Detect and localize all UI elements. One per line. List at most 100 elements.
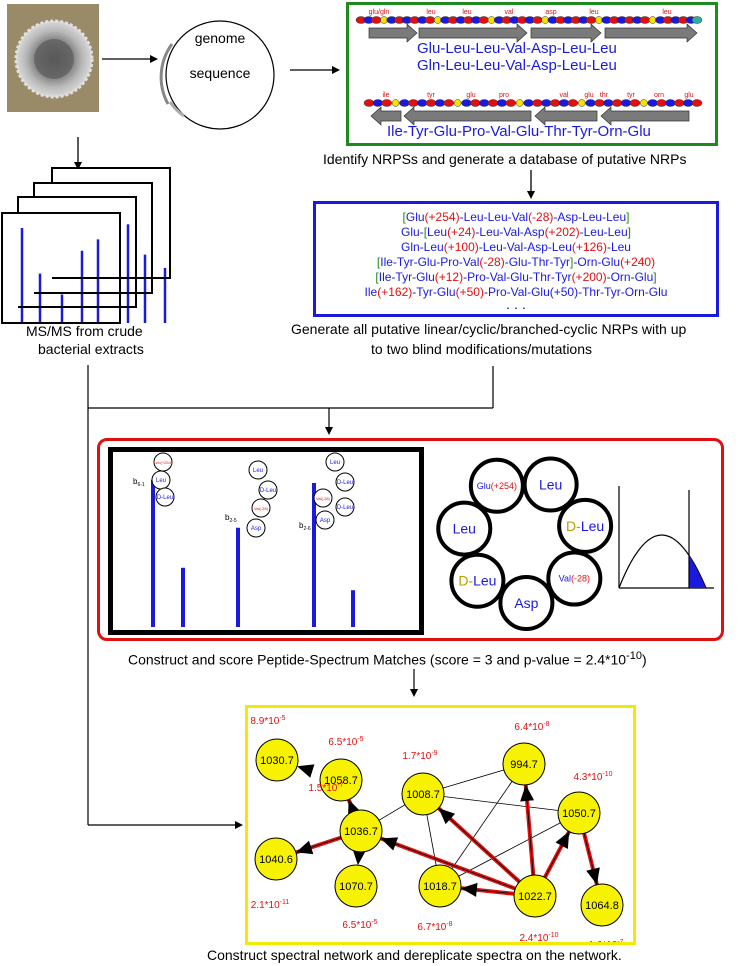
cyclic-residue-node bbox=[557, 497, 614, 554]
modified-nrp-segment: -Leu-Val-Asp bbox=[475, 225, 545, 239]
network-node-mass: 1070.7 bbox=[339, 881, 373, 893]
modified-nrp-segment: Leu bbox=[427, 225, 448, 239]
modified-nrp-line: Glu-[Leu(+24)-Leu-Val-Asp(+202)-Leu-Leu] bbox=[316, 225, 716, 240]
nrps-domain bbox=[391, 99, 400, 107]
nrps-domain-label: glu bbox=[466, 92, 475, 99]
cyclic-residue-label: D-Leu bbox=[458, 573, 496, 589]
fragment-residue-node bbox=[258, 480, 278, 500]
nrps-module-arrow bbox=[534, 106, 598, 126]
modified-nrp-segment: [ bbox=[402, 210, 406, 224]
modified-nrp-segment: (+50) bbox=[455, 285, 484, 299]
network-node-pvalue: 1.6*10-7 bbox=[588, 939, 623, 942]
caption-generate-2: to two blind modifications/mutations bbox=[371, 341, 592, 357]
nrps-domain-label: orn bbox=[654, 92, 664, 99]
modified-nrp-segment: Ile-Tyr-Glu bbox=[378, 270, 435, 284]
fragment-residue-label: Val(-28) bbox=[254, 506, 269, 511]
modified-nrp-segment: -Glu-Thr-Tyr bbox=[504, 255, 571, 269]
nrps-domain-label: pro bbox=[499, 92, 509, 99]
network-node bbox=[418, 864, 462, 908]
fragment-residue-label: Asp bbox=[251, 526, 262, 532]
network-node bbox=[255, 738, 299, 782]
network-node bbox=[580, 883, 624, 927]
nrps-domain bbox=[515, 99, 524, 107]
nrp-seq-3: Ile-Tyr-Glu-Pro-Val-Glu-Thr-Tyr-Orn-Glu bbox=[387, 123, 651, 140]
network-node-mass: 1008.7 bbox=[406, 789, 440, 801]
nrps-domain-label: leu bbox=[662, 9, 671, 16]
nrps-module-arrow bbox=[368, 23, 418, 43]
network-node bbox=[339, 809, 383, 853]
fragment-residue-label: Leu bbox=[330, 460, 340, 466]
modified-nrp-segment: ] bbox=[627, 225, 631, 239]
nrps-module-arrow bbox=[403, 106, 532, 126]
network-node bbox=[557, 791, 601, 835]
modified-nrp-segment: (+24) bbox=[447, 225, 476, 239]
fragment-residue-node bbox=[251, 498, 271, 518]
cyclic-residue-node bbox=[546, 550, 603, 607]
fragment-residue-label: Asp bbox=[320, 518, 331, 524]
nrps-module-arrow bbox=[530, 23, 602, 43]
modified-nrp-segment: Glu- bbox=[401, 225, 424, 239]
fragment-residue-node bbox=[335, 497, 355, 517]
nrps-module-arrow bbox=[370, 106, 402, 126]
network-arrowhead bbox=[380, 837, 399, 851]
nrps-domain-label: glu bbox=[684, 92, 693, 99]
network-node-pvalue: 2.4*10-10 bbox=[519, 932, 558, 942]
modified-nrp-segment: -Leu bbox=[606, 240, 631, 254]
modified-nrp-segment: -Leu-Leu-Val bbox=[459, 210, 529, 224]
cyclic-residue-node bbox=[436, 500, 493, 557]
nrps-domain bbox=[691, 99, 703, 107]
network-node-pvalue: 6.5*10-5 bbox=[328, 736, 363, 748]
network-arrowhead bbox=[352, 848, 367, 866]
network-edge bbox=[439, 812, 580, 887]
nrps-domain bbox=[567, 99, 579, 107]
network-node-mass: 1058.7 bbox=[324, 775, 358, 787]
nrps-domain bbox=[640, 99, 648, 107]
modified-nrp-segment: (+162) bbox=[377, 285, 413, 299]
fragment-residue-node bbox=[248, 460, 268, 480]
network-arrowhead bbox=[460, 882, 478, 897]
cyclic-residue-node bbox=[498, 574, 555, 631]
modified-nrp-segment: ] bbox=[570, 255, 574, 269]
modified-nrp-segment: [ bbox=[376, 255, 381, 269]
nrp-seq-1: Glu-Leu-Leu-Val-Asp-Leu-Leu bbox=[417, 40, 617, 57]
nrps-domain bbox=[443, 99, 455, 107]
cyclic-residue-label: Leu bbox=[539, 477, 562, 493]
genome-diagram: genome sequence bbox=[100, 4, 340, 154]
cyclic-residue-node bbox=[449, 552, 506, 609]
network-node-mass: 1022.7 bbox=[518, 891, 552, 903]
modified-nrp-line: [Ile-Tyr-Glu(+12)-Pro-Val-Glu-Thr-Tyr(+2… bbox=[316, 270, 716, 285]
nrp-seq-2: Gln-Leu-Leu-Val-Asp-Leu-Leu bbox=[417, 57, 617, 74]
modified-nrp-segment: (-28) bbox=[479, 255, 505, 269]
modified-nrp-line: [Ile-Tyr-Glu-Pro-Val(-28)-Glu-Thr-Tyr]-O… bbox=[316, 255, 716, 270]
fragment-residue-node bbox=[325, 452, 345, 472]
network-node-mass: 1018.7 bbox=[423, 881, 457, 893]
cyclic-residue-label: Glu(+254) bbox=[477, 481, 517, 491]
modified-nrp-segment: -Leu-Val-Asp-Leu bbox=[478, 240, 572, 254]
network-arrowhead bbox=[555, 831, 570, 849]
caption-psm-exp: -10 bbox=[626, 650, 642, 662]
network-node bbox=[513, 874, 557, 918]
caption-psm: Construct and score Peptide-Spectrum Mat… bbox=[128, 647, 647, 669]
modified-nrp-segment: -Tyr-Glu bbox=[412, 285, 456, 299]
network-node-pvalue: 4.3*10-10 bbox=[573, 771, 612, 783]
cyclic-residue-node bbox=[522, 456, 579, 513]
genome-label-1: genome bbox=[195, 30, 246, 46]
fragment-residue-node bbox=[315, 510, 335, 530]
modified-nrp-line: Gln-Leu(+100)-Leu-Val-Asp-Leu(+126)-Leu bbox=[316, 240, 716, 255]
caption-msms-1: MS/MS from crude bbox=[26, 323, 143, 339]
nrps-domain-label: leu bbox=[462, 9, 471, 16]
network-node bbox=[502, 742, 546, 786]
network-arrowhead bbox=[295, 840, 314, 855]
fragment-residue-label: D-Leu bbox=[260, 488, 276, 494]
modified-nrp-segment: (+200) bbox=[571, 270, 607, 284]
network-node bbox=[319, 758, 363, 802]
fragment-label: b2-5 bbox=[225, 513, 237, 524]
network-arrowhead bbox=[297, 764, 315, 778]
modified-nrp-segment: (+202) bbox=[544, 225, 580, 239]
network-node-pvalue: 6.7*10-8 bbox=[417, 921, 452, 933]
nrps-domain-label: tyr bbox=[627, 92, 635, 99]
modified-nrps-box: [Glu(+254)-Leu-Leu-Val(-28)-Asp-Leu-Leu]… bbox=[313, 201, 719, 317]
nrps-domain-label: ile bbox=[382, 92, 389, 99]
